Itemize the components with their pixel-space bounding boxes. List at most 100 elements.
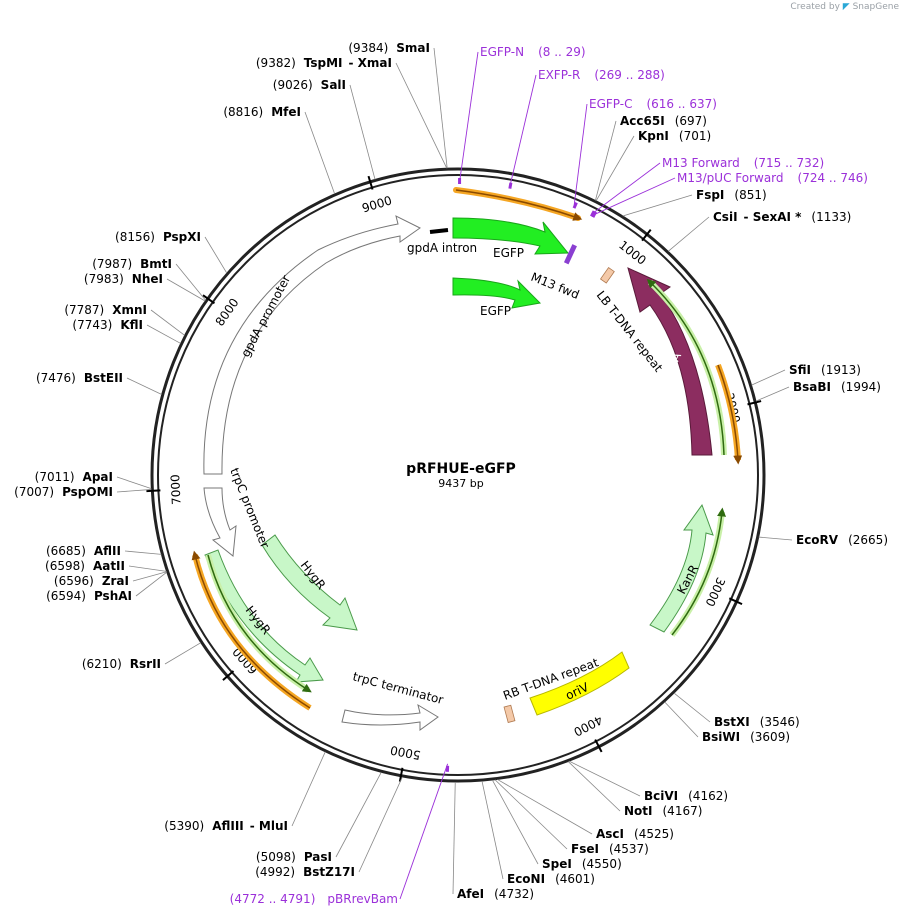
site-enzyme-name: PasI (304, 850, 332, 864)
site-position: (4732) (494, 887, 534, 901)
site-leader-line (664, 701, 699, 738)
restriction-site-label: EcoNI(4601) (507, 872, 595, 886)
restriction-site-label: FseI (4537) (571, 842, 649, 856)
site-position: (4537) (609, 842, 649, 856)
site-leader-line (135, 571, 168, 597)
site-leader-line (349, 84, 376, 180)
primer-label: (4772 .. 4791)pBRrevBam (230, 892, 398, 906)
site-position: (7787) (64, 303, 104, 317)
site-leader-line (304, 111, 336, 195)
site-enzyme-name: CsiI (713, 210, 738, 224)
restriction-site-label: Acc65I(697) (620, 114, 707, 128)
orf-arc-top (453, 187, 581, 221)
site-enzyme-name: EcoNI (507, 872, 545, 886)
hygr-arrow-inner (261, 534, 358, 631)
site-position: (4550) (582, 857, 622, 871)
site-leader-line (166, 278, 206, 302)
egfp-arrow-inner (452, 277, 542, 309)
site-enzyme-name: AfeI (457, 887, 484, 901)
site-position: (8816) (223, 105, 263, 119)
site-enzyme-name: TspMI (304, 56, 343, 70)
primer-label: EXFP-R(269 .. 288) (538, 68, 665, 82)
restriction-site-label: NotI(4167) (624, 804, 702, 818)
orf-arc-kanr-green-inner (671, 507, 727, 636)
restriction-site-label: (6596)ZraI (54, 574, 129, 588)
site-enzyme-name: FseI (571, 842, 599, 856)
site-leader-line (175, 263, 206, 301)
restriction-site-label: (6594)PshAI (46, 589, 132, 603)
rb-tdna-box (503, 704, 516, 723)
site-leader-line (667, 216, 710, 252)
backbone-tick (367, 175, 374, 190)
site-enzyme-name: PspOMI (62, 485, 113, 499)
site-leader-line (358, 776, 403, 873)
restriction-site-label: (9382)TspMI- XmaI (256, 56, 392, 70)
watermark-created-by: Created by (790, 2, 840, 12)
primer-name: pBRrevBam (327, 892, 398, 906)
site-enzyme-name: BciVI (644, 789, 678, 803)
site-leader-line (126, 377, 162, 395)
restriction-site-label: (7983)NheI (84, 272, 163, 286)
site-position: (6596) (54, 574, 94, 588)
site-position: (6210) (82, 657, 122, 671)
site-leader-line (128, 565, 167, 572)
lb-tdna-box (599, 266, 615, 284)
watermark-brand: SnapGene (852, 2, 899, 12)
site-enzyme-name: MfeI (271, 105, 301, 119)
restriction-site-label: (8156)PspXI (115, 230, 201, 244)
site-enzyme-name: AflIII (212, 819, 244, 833)
site-enzyme-name: PshAI (94, 589, 132, 603)
primer-leader-line (592, 177, 676, 216)
site-position: (7987) (92, 257, 132, 271)
plasmid-backbone (150, 167, 766, 783)
snapgene-logo-icon: ◤ (842, 2, 850, 12)
restriction-site-label: (5390)AflIII- MluI (164, 819, 288, 833)
site-enzyme-name: AatII (93, 559, 125, 573)
site-leader-line (395, 62, 448, 169)
restriction-site-label: FspI(851) (696, 188, 767, 202)
site-position: (4992) (255, 865, 295, 879)
m13-fwd-mark (563, 244, 577, 265)
site-enzyme-name: SalI (321, 78, 346, 92)
tick-label: 1000 (616, 238, 649, 268)
site-position: (9382) (256, 56, 296, 70)
site-position: (2665) (848, 533, 888, 547)
restriction-site-label: (5098)PasI (256, 850, 332, 864)
site-leader-line (567, 761, 621, 812)
site-enzyme-name: PspXI (163, 230, 201, 244)
site-position: (6598) (45, 559, 85, 573)
restriction-site-label: BciVI(4162) (644, 789, 728, 803)
primer-name: M13/pUC Forward (677, 171, 784, 185)
site-position: (697) (675, 114, 707, 128)
site-leader-line (751, 369, 786, 386)
restriction-site-label: (7476)BstEII (36, 371, 123, 385)
site-position: (4167) (663, 804, 703, 818)
feature-label-trpc-terminator: trpC terminator (351, 669, 445, 707)
primer-range: (724 .. 746) (798, 171, 868, 185)
site-enzyme-name: ApaI (83, 470, 113, 484)
restriction-site-label: CsiI- SexAI *(1133) (713, 210, 851, 224)
site-position: (701) (679, 129, 711, 143)
site-enzyme-name: BmtI (140, 257, 172, 271)
backbone-tick (222, 670, 235, 681)
site-enzyme-name: AscI (596, 827, 624, 841)
backbone-tick (398, 767, 404, 782)
restriction-site-label: EcoRV(2665) (796, 533, 888, 547)
site-extra-enzyme: - SexAI * (744, 210, 803, 224)
primer-labels: EGFP-N(8 .. 29)EXFP-R(269 .. 288)EGFP-C(… (230, 45, 868, 906)
site-position: (6685) (46, 544, 86, 558)
feature-label-m13-fwd: M13 fwd (529, 270, 581, 302)
plasmid-length: 9437 bp (438, 477, 483, 490)
primer-leader-line (459, 51, 479, 183)
site-position: (7743) (72, 318, 112, 332)
primer-name: EXFP-R (538, 68, 580, 82)
site-enzyme-name: SfiI (789, 363, 811, 377)
site-leader-line (622, 194, 693, 217)
backbone-tick (747, 400, 762, 406)
site-position: (3546) (760, 715, 800, 729)
site-enzyme-name: RsrII (130, 657, 161, 671)
primer-range: (8 .. 29) (538, 45, 586, 59)
kanr-arrow (649, 503, 714, 633)
restriction-site-label: BsiWI(3609) (702, 730, 790, 744)
primer-name: EGFP-N (480, 45, 524, 59)
